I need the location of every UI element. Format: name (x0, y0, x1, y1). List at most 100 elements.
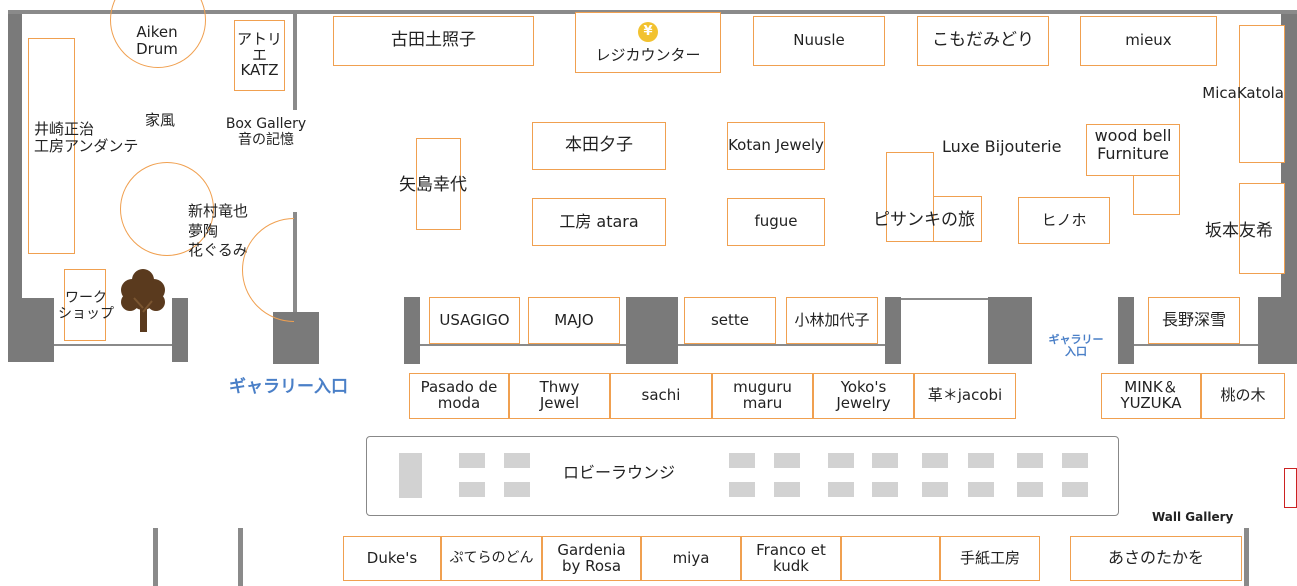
booth-komodami[interactable]: こもだみどり (917, 16, 1049, 66)
booth-woodbell[interactable]: wood bell Furniture (1094, 126, 1172, 164)
lobby-lounge (366, 436, 1119, 516)
lobby-seat (968, 453, 994, 468)
booth-honda[interactable]: 本田夕子 (532, 122, 666, 170)
booth-sette[interactable]: sette (684, 297, 776, 344)
lobby-seat (1017, 482, 1043, 497)
label-izaki: 井崎正治 工房アンダンテ (34, 120, 139, 156)
booth-yokos[interactable]: Yoko's Jewelry (813, 373, 914, 419)
tree-icon (121, 269, 165, 332)
booth-sakamoto[interactable] (1239, 183, 1285, 274)
booth-pasado[interactable]: Pasado de moda (409, 373, 509, 419)
wall-gallery-label: Wall Gallery (1152, 510, 1234, 524)
booth-sachi[interactable]: sachi (610, 373, 712, 419)
lobby-seat (729, 482, 755, 497)
left-pillar (172, 298, 188, 362)
lobby-seat (922, 482, 948, 497)
booth-majo[interactable]: MAJO (528, 297, 620, 344)
lobby-seat (1017, 453, 1043, 468)
booth-kotan[interactable]: Kotan Jewely (727, 122, 825, 170)
booth-izaki (28, 38, 75, 254)
lobby-seat (968, 482, 994, 497)
pillar-kobayashi-right (885, 297, 901, 364)
wall-right-top (901, 298, 989, 300)
bottom-wall-right (1134, 344, 1264, 346)
booth-asano[interactable]: あさのたかを (1070, 536, 1242, 581)
partition-wall-middle (293, 212, 297, 312)
right-wall (1281, 14, 1297, 360)
lobby-seat (504, 453, 530, 468)
label-yajima: 矢島幸代 (399, 175, 467, 195)
lobby-seat (872, 482, 898, 497)
partition-wall-upper (293, 14, 297, 110)
booth-pisanki-step (933, 196, 982, 197)
booth-gardenia[interactable]: Gardenia by Rosa (542, 536, 641, 581)
lower-left-block (8, 298, 54, 362)
booth-yajima[interactable] (416, 138, 461, 230)
label-sakamoto: 坂本友希 (1205, 221, 1273, 241)
booth-blank[interactable] (841, 536, 940, 581)
booth-hinoho[interactable]: ヒノホ (1018, 197, 1110, 244)
lobby-seat (729, 453, 755, 468)
pillar-center (626, 297, 678, 364)
lobby-seat (459, 453, 485, 468)
pillar-right-entrance (1118, 297, 1134, 364)
booth-muguru[interactable]: muguru maru (712, 373, 813, 419)
gallery-entrance-small-label[interactable]: ギャラリー 入口 (1048, 333, 1104, 359)
bottom-post-2 (238, 528, 243, 586)
edge-red-marker (1284, 468, 1297, 508)
register-yen-icon: ¥ (638, 21, 658, 42)
booth-nagano[interactable]: 長野深雪 (1148, 297, 1240, 344)
booth-mieux[interactable]: mieux (1080, 16, 1217, 66)
booth-mink[interactable]: MINK＆ YUZUKA (1101, 373, 1201, 419)
booth-micakatola[interactable]: MicaKatola (1202, 25, 1285, 163)
booth-dukes[interactable]: Duke's (343, 536, 441, 581)
booth-aiken[interactable]: Aiken Drum (136, 23, 178, 59)
booth-momo[interactable]: 桃の木 (1201, 373, 1285, 419)
center-left-pillar (273, 312, 319, 364)
lobby-seat-tall (399, 453, 422, 498)
label-kafu: 家風 (145, 111, 176, 129)
booth-usagigo[interactable]: USAGIGO (429, 297, 520, 344)
booth-kawa[interactable]: 革＊jacobi (914, 373, 1016, 419)
booth-pisanki-base (886, 196, 982, 242)
booth-thwy[interactable]: Thwy Jewel (509, 373, 610, 419)
booth-putera[interactable]: ぷてらのどん (441, 536, 542, 581)
right-lower-block (1258, 297, 1297, 364)
booth-fugue[interactable]: fugue (727, 198, 825, 246)
pillar-usagigo-left (404, 297, 420, 364)
lobby-seat (774, 453, 800, 468)
lobby-seat (1062, 482, 1088, 497)
lobby-seat (828, 453, 854, 468)
booth-register[interactable]: ¥ レジカウンター (575, 12, 721, 73)
pillar-right-center (988, 297, 1032, 364)
lobby-seat (1062, 453, 1088, 468)
lobby-seat (504, 482, 530, 497)
booth-atara[interactable]: 工房 atara (532, 198, 666, 246)
booth-woodbell-leg (1133, 175, 1180, 215)
booth-furuta[interactable]: 古田土照子 (333, 16, 534, 66)
label-niimura: 新村竜也 夢陶 花ぐるみ (188, 202, 249, 259)
booth-nuusle[interactable]: Nuusle (753, 16, 885, 66)
left-wall (8, 14, 22, 360)
bottom-wall-left (54, 344, 172, 346)
booth-kobayashi[interactable]: 小林加代子 (786, 297, 878, 344)
booth-franco[interactable]: Franco et kudk (741, 536, 841, 581)
label-workshop: ワーク ショップ (58, 290, 114, 323)
round-table (120, 162, 214, 256)
booth-miya[interactable]: miya (641, 536, 741, 581)
booth-atelier-katz[interactable]: アトリエ KATZ (234, 20, 285, 91)
lobby-seat (922, 453, 948, 468)
booth-workshop (64, 269, 106, 341)
booth-pisanki[interactable]: ピサンキの旅 (873, 210, 975, 230)
lobby-seat (872, 453, 898, 468)
booth-tegami[interactable]: 手紙工房 (940, 536, 1040, 581)
lobby-seat (828, 482, 854, 497)
bottom-post-1 (153, 528, 158, 586)
lobby-label: ロビーラウンジ (563, 463, 676, 482)
register-label: レジカウンター (595, 45, 701, 64)
booth-luxe[interactable]: Luxe Bijouterie (942, 137, 1062, 156)
gallery-entrance-label[interactable]: ギャラリー入口 (229, 377, 348, 397)
lobby-seat (774, 482, 800, 497)
label-box-gallery: Box Gallery 音の記憶 (225, 116, 307, 149)
bottom-post-3 (1244, 528, 1249, 586)
